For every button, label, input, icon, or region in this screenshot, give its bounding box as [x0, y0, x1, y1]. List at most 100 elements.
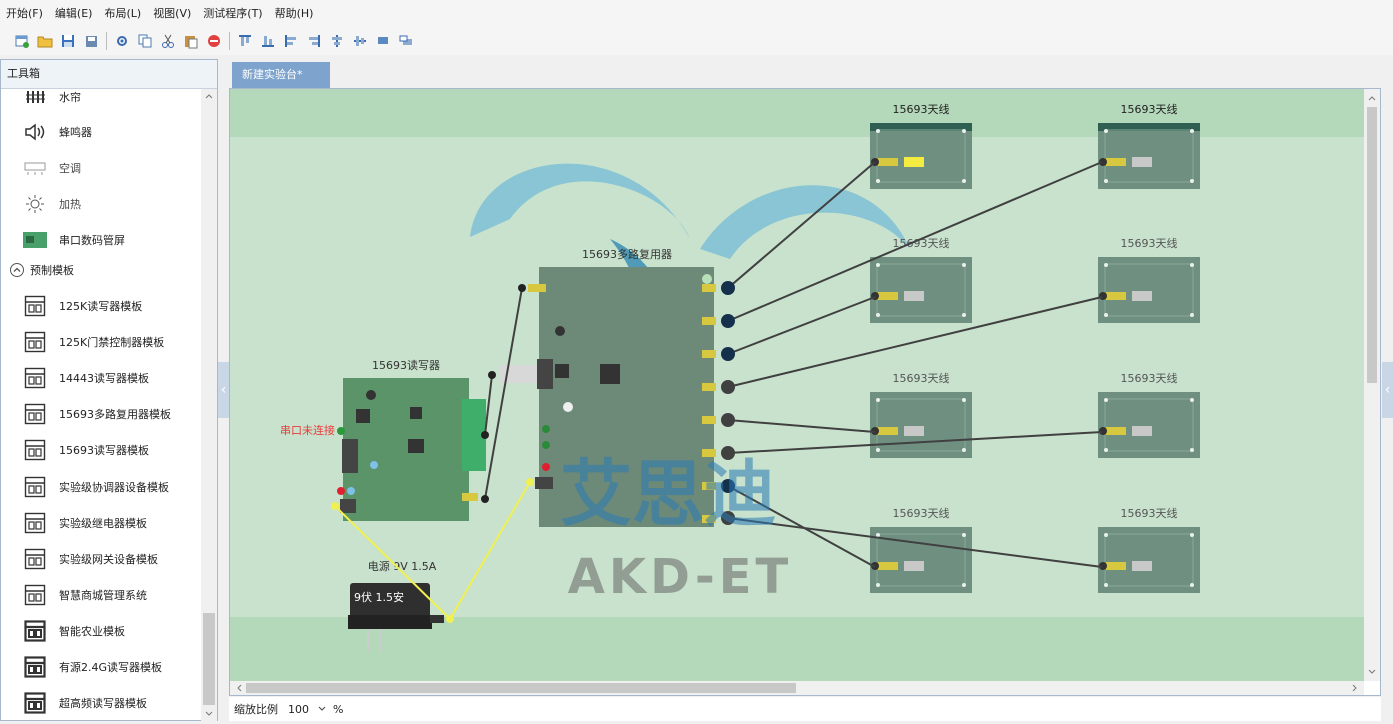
document-tab[interactable]: 新建实验台* — [232, 62, 330, 88]
watermark-text: 艾思迪 AKD-ET — [560, 452, 788, 605]
mount-hole — [962, 398, 966, 402]
same-size-icon — [378, 37, 388, 44]
adapter-text: 9伏 1.5安 — [354, 590, 404, 604]
toolbox-scroll-thumb[interactable] — [203, 613, 215, 705]
menu-view[interactable]: 视图(V) — [153, 7, 192, 20]
menu-start[interactable]: 开始(F) — [6, 7, 43, 20]
antenna-device[interactable]: 15693天线 — [870, 236, 972, 323]
tool-item-template[interactable]: 实验级网关设备模板 — [1, 541, 201, 577]
chevron-down-icon — [318, 706, 326, 711]
tool-label: 有源2.4G读写器模板 — [59, 661, 163, 674]
align-right-button[interactable] — [304, 31, 324, 51]
mount-hole — [1190, 398, 1194, 402]
tool-item-template[interactable]: 智慧商城管理系统 — [1, 577, 201, 613]
input-port — [528, 284, 546, 292]
align-top-button[interactable] — [235, 31, 255, 51]
antenna-device[interactable]: 15693天线 — [870, 371, 972, 458]
mount-hole — [1190, 179, 1194, 183]
antenna-coil — [1104, 263, 1194, 317]
tool-item-air-conditioner[interactable]: 空调 — [1, 150, 201, 186]
antenna-chip — [1132, 157, 1152, 167]
experiment-canvas[interactable]: 15693多路复用器 15693读写器 — [230, 89, 1364, 681]
right-panel-collapse-tab[interactable]: ‹ — [1382, 362, 1393, 418]
menu-test-program[interactable]: 测试程序(T) — [203, 7, 263, 20]
menu-layout[interactable]: 布局(L) — [104, 7, 142, 20]
template-icon — [21, 475, 49, 499]
mount-hole — [1104, 583, 1108, 587]
save-as-button[interactable] — [81, 31, 101, 51]
multiplexer-device[interactable]: 15693多路复用器 — [500, 247, 716, 527]
align-left-button[interactable] — [281, 31, 301, 51]
toolbox-scrollbar[interactable] — [201, 89, 217, 721]
tool-item-buzzer[interactable]: 蜂鸣器 — [1, 114, 201, 150]
zoom-unit: % — [333, 702, 344, 716]
zoom-select[interactable]: 100 — [288, 703, 327, 716]
tool-item-serial-display[interactable]: 串口数码管屏 — [1, 222, 201, 258]
tool-item-template[interactable]: 有源2.4G读写器模板 — [1, 649, 201, 685]
antenna-node — [1099, 158, 1107, 166]
copy-button[interactable] — [135, 31, 155, 51]
align-center-button[interactable] — [327, 31, 347, 51]
led-green — [337, 427, 345, 435]
antenna-device[interactable]: 15693天线 — [1098, 506, 1200, 593]
template-group-header[interactable]: 预制模板 — [1, 259, 201, 281]
tool-item-template[interactable]: 实验级继电器模板 — [1, 505, 201, 541]
adapter-body — [350, 583, 430, 623]
antenna-port — [878, 562, 898, 570]
canvas-vertical-scrollbar[interactable] — [1364, 89, 1380, 681]
antenna-chip — [904, 561, 924, 571]
new-file-button[interactable] — [12, 31, 32, 51]
tool-label: 125K读写器模板 — [59, 300, 143, 313]
antenna-port — [462, 493, 478, 501]
tool-item-template[interactable]: 智能农业模板 — [1, 613, 201, 649]
canvas-horizontal-scrollbar[interactable] — [230, 681, 1364, 695]
left-panel-collapse-tab[interactable]: ‹ — [218, 362, 229, 418]
paste-button[interactable] — [181, 31, 201, 51]
tool-item-template[interactable]: 实验级协调器设备模板 — [1, 469, 201, 505]
tool-item-template[interactable]: 14443读写器模板 — [1, 360, 201, 396]
tool-item-template[interactable]: 125K读写器模板 — [1, 288, 201, 324]
mount-hole — [962, 533, 966, 537]
bring-front-button[interactable] — [396, 31, 416, 51]
tool-item-template[interactable]: 超高频读写器模板 — [1, 685, 201, 721]
power-jack — [535, 477, 553, 489]
paste-icon — [185, 36, 198, 49]
tool-item-template[interactable]: 15693多路复用器模板 — [1, 396, 201, 432]
mount-hole — [876, 263, 880, 267]
mount-hole — [876, 313, 880, 317]
power-adapter[interactable]: 电源 9V 1.5A 9伏 1.5安 — [348, 559, 444, 652]
antenna-device[interactable]: 15693天线 — [1098, 236, 1200, 323]
align-middle-button[interactable] — [350, 31, 370, 51]
tool-item-water-curtain[interactable]: 水帘 — [1, 89, 201, 115]
tool-item-template[interactable]: 125K门禁控制器模板 — [1, 324, 201, 360]
horizontal-scroll-thumb[interactable] — [246, 683, 796, 693]
vertical-scroll-thumb[interactable] — [1367, 107, 1377, 383]
menu-help[interactable]: 帮助(H) — [274, 7, 314, 20]
reader-device[interactable]: 15693读写器 串口未连接 — [280, 358, 486, 521]
multiplexer-board — [539, 267, 714, 527]
menu-edit[interactable]: 编辑(E) — [54, 7, 93, 20]
air-conditioner-icon — [21, 156, 49, 180]
align-top-icon — [239, 35, 251, 46]
tool-item-template[interactable]: 15693读写器模板 — [1, 432, 201, 468]
open-folder-button[interactable] — [35, 31, 55, 51]
antenna-node — [1099, 427, 1107, 435]
tool-item-heater[interactable]: 加热 — [1, 186, 201, 222]
save-button[interactable] — [58, 31, 78, 51]
template-icon — [21, 402, 49, 426]
antenna-device[interactable]: 15693天线 — [1098, 102, 1200, 189]
delete-button[interactable] — [204, 31, 224, 51]
antenna-device[interactable]: 15693天线 — [1098, 371, 1200, 458]
power-wires — [334, 481, 531, 620]
align-bottom-icon — [262, 36, 274, 47]
antenna-label: 15693天线 — [893, 236, 950, 250]
mount-hole — [1104, 263, 1108, 267]
settings-button[interactable] — [112, 31, 132, 51]
same-size-button[interactable] — [373, 31, 393, 51]
chip — [356, 409, 370, 423]
tool-label: 超高频读写器模板 — [59, 697, 147, 710]
align-bottom-button[interactable] — [258, 31, 278, 51]
mount-hole — [962, 583, 966, 587]
cut-button[interactable] — [158, 31, 178, 51]
antenna-device[interactable]: 15693天线 — [870, 102, 972, 189]
